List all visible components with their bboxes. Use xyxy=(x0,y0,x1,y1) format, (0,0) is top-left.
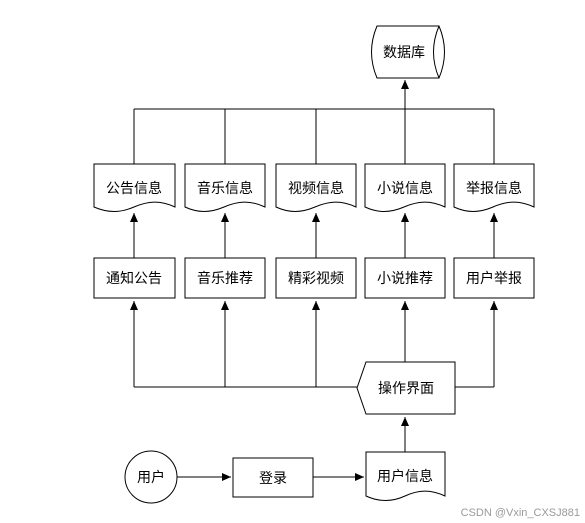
module-notice: 通知公告 xyxy=(93,257,176,299)
login-node: 登录 xyxy=(232,457,314,498)
user-label: 用户 xyxy=(137,469,165,486)
document-video-info: 视频信息 xyxy=(275,163,357,212)
user-info-label: 用户信息 xyxy=(377,468,433,485)
login-label: 登录 xyxy=(259,471,287,487)
module-label: 用户举报 xyxy=(466,270,522,287)
database-node: 数据库 xyxy=(371,25,445,79)
document-label: 小说信息 xyxy=(377,180,433,197)
module-user-report: 用户举报 xyxy=(453,257,535,299)
document-music-info: 音乐信息 xyxy=(184,163,266,212)
module-novel-recommend: 小说推荐 xyxy=(364,257,446,299)
interface-label: 操作界面 xyxy=(378,381,434,397)
user-node: 用户 xyxy=(124,450,178,504)
module-music-recommend: 音乐推荐 xyxy=(184,257,266,299)
database-label: 数据库 xyxy=(383,45,425,61)
module-label: 小说推荐 xyxy=(377,271,433,287)
document-label: 视频信息 xyxy=(288,180,344,197)
document-label: 音乐信息 xyxy=(197,180,253,197)
document-novel-info: 小说信息 xyxy=(364,163,446,212)
document-label: 公告信息 xyxy=(106,180,162,197)
watermark: CSDN @Vxin_CXSJ881 xyxy=(461,507,580,519)
module-label: 音乐推荐 xyxy=(197,270,253,287)
user-info-document-node: 用户信息 xyxy=(365,451,446,501)
interface-to-module-arrows xyxy=(130,301,498,388)
module-label: 通知公告 xyxy=(106,270,162,287)
operation-interface-node: 操作界面 xyxy=(356,361,456,415)
document-label: 举报信息 xyxy=(466,180,522,197)
document-notice-info: 公告信息 xyxy=(93,163,176,212)
document-report-info: 举报信息 xyxy=(453,163,535,212)
document-row: 公告信息 音乐信息 视频信息 小说信息 举报信息 xyxy=(93,163,535,212)
database-connectors xyxy=(133,80,495,164)
module-featured-video: 精彩视频 xyxy=(275,257,357,299)
module-row: 通知公告 音乐推荐 精彩视频 小说推荐 用户举报 xyxy=(93,257,535,299)
module-to-document-arrows xyxy=(130,213,498,258)
module-label: 精彩视频 xyxy=(288,271,344,287)
